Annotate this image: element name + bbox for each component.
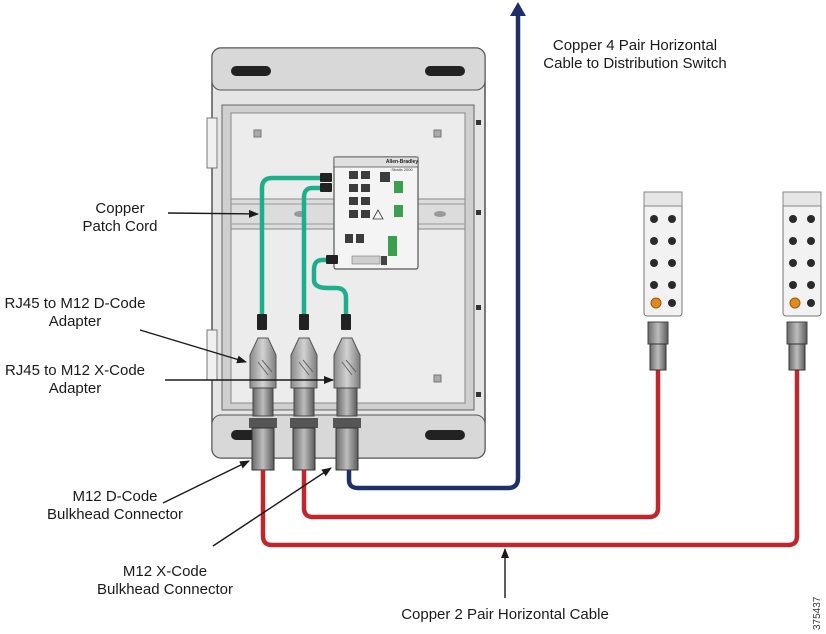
bulkhead-connectors: [249, 387, 361, 471]
rj45-m12-adapters: [249, 337, 361, 389]
bulkhead-xcode: [333, 387, 361, 471]
adapter-dcode-2: [290, 337, 318, 389]
label-m12-xcode: M12 X-Code Bulkhead Connector: [80, 563, 250, 599]
arrow-m12-xcode: [212, 467, 332, 547]
label-rj45-dcode: RJ45 to M12 D-Code Adapter: [0, 295, 150, 331]
arrow-m12-dcode: [162, 460, 250, 504]
switch-brand-label: Allen-Bradley: [386, 159, 418, 165]
label-m12-dcode-line1: M12 D-Code: [72, 488, 158, 505]
bulkhead-dcode-1: [249, 387, 277, 471]
patch-cord-1: [259, 175, 325, 321]
label-rj45-xcode-line1: RJ45 to M12 X-Code: [4, 362, 146, 379]
label-patch-cord-line2: Patch Cord: [82, 218, 158, 235]
switch-model-label: Stratix 2000: [391, 167, 413, 172]
figure-number: 375437: [812, 596, 823, 630]
label-patch-cord: Copper Patch Cord: [60, 200, 180, 236]
label-copper-4pair-line2: Cable to Distribution Switch: [543, 55, 727, 72]
io-block-1: [643, 191, 683, 371]
patch-cord-3: [311, 257, 349, 321]
label-rj45-dcode-line1: RJ45 to M12 D-Code: [4, 295, 146, 312]
label-rj45-xcode-line2: Adapter: [48, 380, 102, 397]
label-patch-cord-line1: Copper: [95, 200, 145, 217]
label-m12-dcode-line2: Bulkhead Connector: [47, 506, 183, 523]
label-rj45-dcode-line2: Adapter: [48, 313, 102, 330]
label-copper-4pair: Copper 4 Pair Horizontal Cable to Distri…: [530, 37, 740, 73]
label-m12-xcode-line2: Bulkhead Connector: [97, 581, 233, 598]
distribution-arrowhead: [510, 2, 526, 16]
label-m12-dcode: M12 D-Code Bulkhead Connector: [30, 488, 200, 524]
patch-cords: [259, 175, 349, 321]
cable-4pair-distribution: [346, 14, 521, 491]
label-copper-2pair-line1: Copper 2 Pair Horizontal Cable: [401, 606, 609, 623]
adapter-xcode: [333, 337, 361, 389]
label-m12-xcode-line1: M12 X-Code: [122, 563, 208, 580]
cable-2pair-device-1: [301, 370, 661, 520]
arrow-patch-cord: [167, 209, 259, 218]
bulkhead-dcode-2: [290, 387, 318, 471]
horizontal-cables: [260, 14, 800, 548]
label-rj45-xcode: RJ45 to M12 X-Code Adapter: [0, 362, 150, 398]
label-copper-2pair: Copper 2 Pair Horizontal Cable: [375, 606, 635, 624]
stratix-switch: Allen-Bradley Stratix 2000: [333, 156, 419, 270]
callout-arrows: [139, 209, 509, 598]
arrow-rj45-dcode: [139, 329, 247, 364]
label-copper-4pair-line1: Copper 4 Pair Horizontal: [552, 37, 718, 54]
patch-cord-plugs: [257, 173, 351, 330]
io-block-2: [782, 191, 822, 371]
cable-2pair-device-2: [260, 370, 800, 548]
adapter-dcode-1: [249, 337, 277, 389]
patch-cord-2: [301, 185, 325, 321]
